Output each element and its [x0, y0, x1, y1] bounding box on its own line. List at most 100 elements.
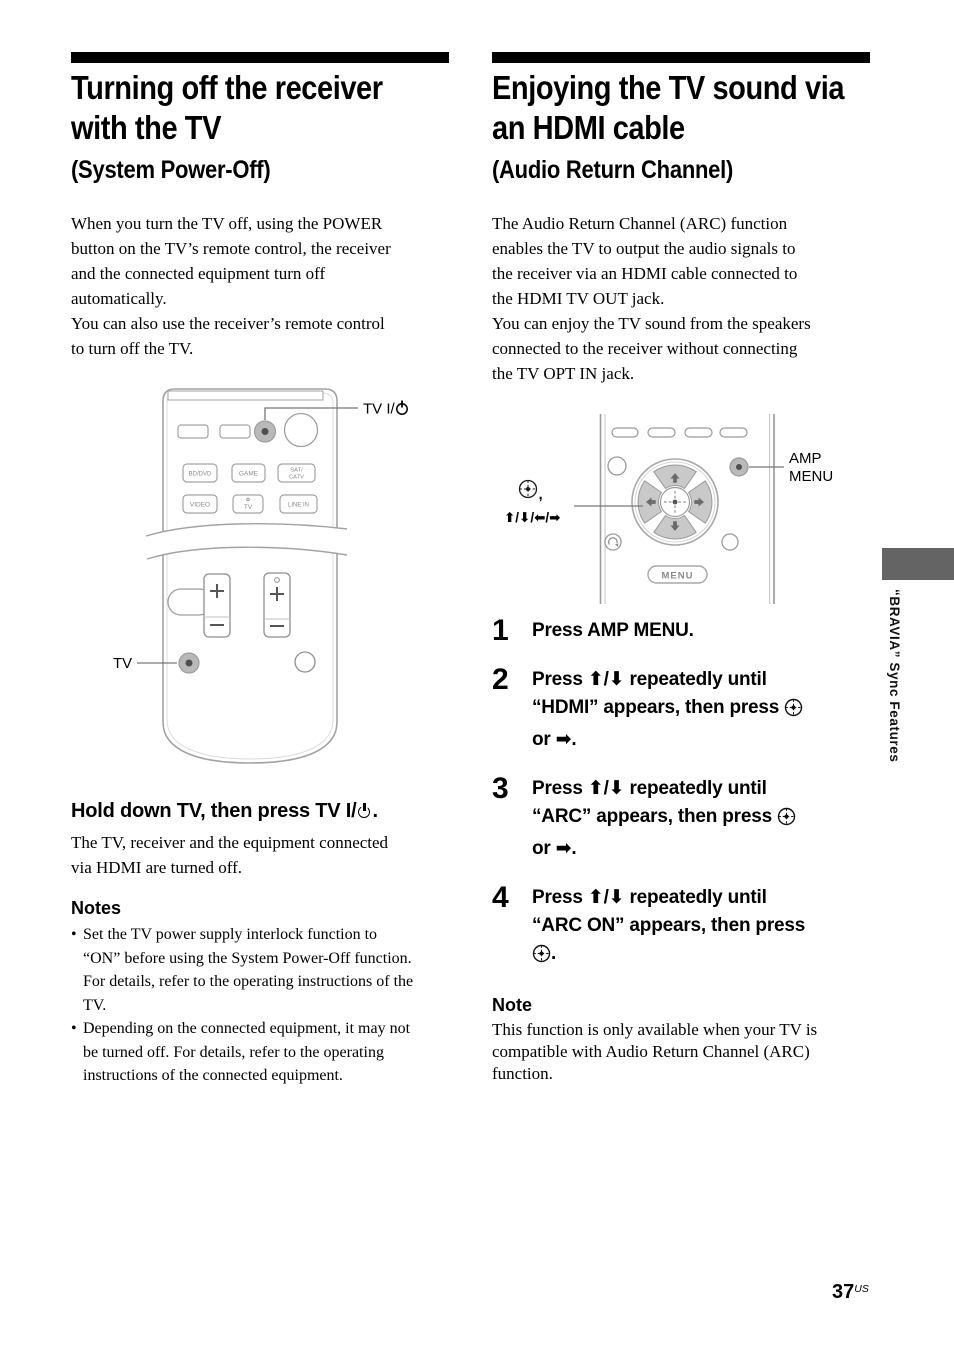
step-3: 3 Press ⬆/⬇ repeatedly until “ARC” appea… — [492, 772, 870, 863]
video-label: VIDEO — [190, 502, 210, 509]
menu-button — [647, 565, 708, 584]
step-text-pre: Press ⬆/⬇ repeatedly until “ARC” appears… — [532, 778, 772, 827]
top-button-3 — [684, 427, 713, 438]
section-bar-right — [492, 52, 870, 63]
enter-button-icon — [518, 479, 538, 499]
round-button-lower-right — [294, 651, 316, 673]
step-text-post: . — [551, 943, 557, 964]
left-column: Turning off the receiver with the TV (Sy… — [71, 52, 449, 1088]
top-button-2 — [647, 427, 676, 438]
step-text: Press ⬆/⬇ repeatedly until “ARC ON” appe… — [532, 884, 805, 972]
note-item: Depending on the connected equipment, it… — [71, 1017, 449, 1088]
action-heading: Hold down TV, then press TV I/. — [71, 798, 449, 824]
step-text-post: or ➡. — [532, 729, 577, 750]
step-text: Press ⬆/⬇ repeatedly until “ARC” appears… — [532, 775, 796, 863]
step-number: 1 — [492, 614, 509, 647]
tv-antenna-icon — [246, 497, 250, 502]
step-number: 4 — [492, 881, 509, 914]
tv-callout-label: TV — [113, 655, 132, 672]
line-in-label: LINE IN — [288, 503, 309, 509]
steps-list: 1 Press AMP MENU. 2 Press ⬆/⬇ repeatedly… — [492, 614, 870, 972]
line-in-button — [279, 494, 318, 514]
action-paragraph: The TV, receiver and the equipment conne… — [71, 833, 389, 877]
step-2: 2 Press ⬆/⬇ repeatedly until “HDMI” appe… — [492, 663, 870, 754]
right-section-subtitle: (Audio Return Channel) — [492, 156, 734, 184]
top-button-4 — [719, 427, 748, 438]
step-text-pre: Press ⬆/⬇ repeatedly until “HDMI” appear… — [532, 669, 780, 718]
small-button-2 — [219, 424, 251, 439]
remote-left-svg: TV I/ BD/DVD GAME SAT/ CATV VIDEO TV — [113, 388, 408, 764]
tv-mode-button-dot — [185, 659, 193, 667]
break-wave-lower — [146, 546, 348, 560]
round-button-upper-left — [607, 456, 627, 476]
left-rocker — [203, 573, 231, 638]
note-paragraph: This function is only available when you… — [492, 1020, 818, 1083]
game-button — [231, 463, 266, 483]
round-button-lower-right — [721, 533, 739, 551]
right-section-title: Enjoying the TV sound via an HDMI cable — [492, 69, 845, 146]
power-icon — [357, 802, 373, 819]
top-button-1 — [611, 427, 639, 438]
break-band — [146, 523, 347, 559]
right-rocker-dot — [274, 577, 280, 583]
left-section-title: Turning off the receiver with the TV — [71, 69, 383, 146]
dpad-up-arrow-icon — [670, 473, 680, 483]
action-heading-text: Hold down TV, then press TV I/ — [71, 800, 357, 822]
dpad-callout-arrows: ⬆/⬇/⬅/➡ — [504, 510, 561, 525]
right-rocker — [263, 572, 291, 638]
power-icon — [396, 400, 408, 415]
bd-dvd-button — [182, 463, 218, 483]
return-button — [604, 533, 622, 551]
step-number: 2 — [492, 663, 509, 696]
step-text: Press ⬆/⬇ repeatedly until “HDMI” appear… — [532, 666, 803, 754]
amp-menu-label-2: MENU — [789, 468, 833, 485]
action-heading-period: . — [372, 800, 379, 822]
large-round-button — [283, 412, 319, 448]
remote-diagram-left: TV I/ BD/DVD GAME SAT/ CATV VIDEO TV — [71, 384, 449, 784]
step-4: 4 Press ⬆/⬇ repeatedly until “ARC ON” ap… — [492, 881, 870, 972]
page-number-region: US — [854, 1283, 869, 1295]
dpad-down-arrow-icon — [670, 521, 680, 531]
return-icon-arrowhead — [615, 543, 619, 547]
dpad-callout-comma: , — [539, 486, 543, 503]
power-callout-line — [264, 407, 358, 420]
amp-menu-button-dot — [736, 464, 742, 470]
bd-dvd-label: BD/DVD — [189, 472, 212, 478]
right-column: Enjoying the TV sound via an HDMI cable … — [492, 52, 870, 1085]
note-heading: Note — [492, 995, 532, 1015]
chapter-label-vertical: “BRAVIA” Sync Features — [887, 589, 902, 763]
enter-button-icon — [777, 807, 796, 835]
dpad-left-arrow-icon — [646, 497, 656, 507]
note-item: Set the TV power supply interlock functi… — [71, 923, 449, 1017]
page-number: 37US — [832, 1281, 869, 1304]
game-label: GAME — [239, 471, 259, 478]
left-section-subtitle: (System Power-Off) — [71, 156, 271, 184]
return-icon — [608, 537, 618, 545]
step-number: 3 — [492, 772, 509, 805]
sat-catv-button — [277, 463, 316, 483]
tv-input-label: TV — [244, 504, 253, 511]
tv-power-button-dot — [261, 428, 269, 435]
step-text-post: or ➡. — [532, 838, 577, 859]
left-intro-paragraph: When you turn the TV off, using the POWE… — [71, 214, 391, 358]
sat-label-2: CATV — [289, 475, 304, 481]
amp-menu-label-1: AMP — [789, 450, 822, 467]
step-text-pre: Press ⬆/⬇ repeatedly until “ARC ON” appe… — [532, 887, 806, 936]
menu-button-label: MENU — [662, 571, 694, 582]
remote-body — [162, 388, 338, 764]
remote-diagram-right: AMP MENU — [492, 414, 870, 604]
notes-list: Set the TV power supply interlock functi… — [71, 923, 449, 1088]
dpad-right-arrow-icon — [694, 497, 704, 507]
chapter-tab — [882, 548, 954, 580]
ir-window — [167, 390, 324, 401]
video-button — [182, 494, 218, 514]
dpad-ring-inner — [634, 461, 716, 543]
sat-label-1: SAT/ — [290, 468, 303, 474]
small-button-1 — [177, 424, 209, 439]
step-text-pre: Press AMP MENU. — [532, 620, 694, 641]
tv-input-button — [232, 494, 264, 514]
enter-button-center-dot — [672, 499, 678, 505]
right-intro-paragraph: The Audio Return Channel (ARC) function … — [492, 214, 811, 383]
enter-button-icon — [784, 698, 803, 726]
